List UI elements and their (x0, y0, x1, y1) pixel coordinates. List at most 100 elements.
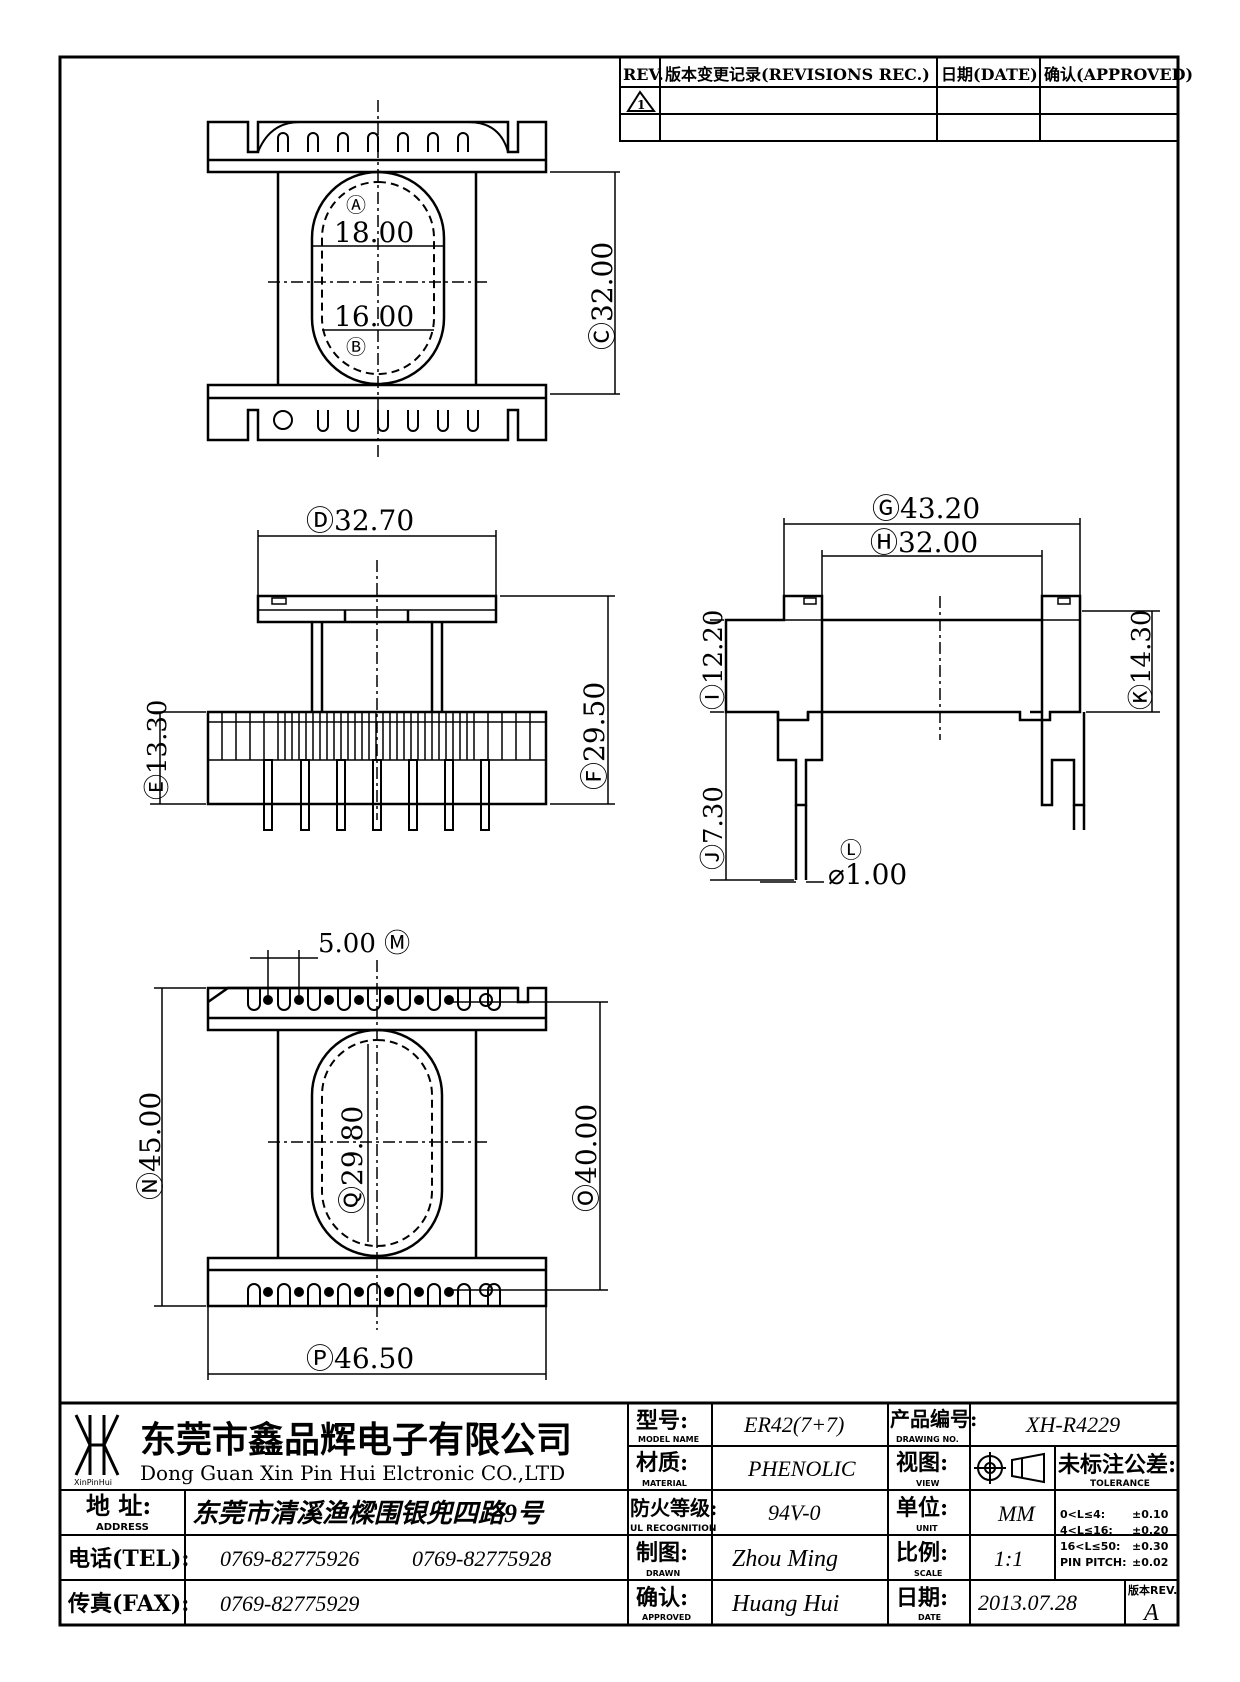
scale-label-en: SCALE (914, 1569, 942, 1578)
tolerance-label-en: TOLERANCE (1090, 1479, 1150, 1489)
projection-symbol-icon (974, 1452, 1045, 1484)
drawing-no-value: XH-R4229 (1025, 1412, 1120, 1437)
bottom-view-centerlines (268, 960, 488, 1330)
date-col-header: 日期(DATE) (941, 65, 1038, 84)
approved-value: Huang Hui (731, 1591, 839, 1617)
rev-value: A (1142, 1600, 1159, 1626)
dim-m: 5.00 Ⓜ (318, 929, 410, 959)
unit-label-en: UNIT (916, 1524, 938, 1533)
address-value: 东莞市清溪渔樑围银兜四路9号 (192, 1499, 545, 1528)
dim-line-m (250, 950, 318, 1000)
model-label: 型号: (636, 1408, 688, 1434)
address-label: 地 址: (86, 1491, 151, 1520)
dim-line-c (550, 171, 620, 395)
dim-i: Ⓘ12.20 (699, 610, 729, 710)
company-name-cn: 东莞市鑫品辉电子有限公司 (140, 1419, 572, 1461)
drawing-no-label-en: DRAWING NO. (896, 1435, 959, 1444)
dim-o: Ⓞ40.00 (570, 1104, 603, 1212)
scale-label: 比例: (896, 1540, 948, 1566)
drawing-frame (58, 55, 1180, 1627)
title-block-grid (60, 1401, 1178, 1625)
dim-value-b: 16.00 (334, 300, 414, 333)
dim-line-j (710, 712, 794, 881)
revision-mark: 1 (637, 98, 645, 112)
tel-value-2: 0769-82775928 (412, 1546, 551, 1571)
tol1-range: 0<L≤4: (1060, 1508, 1105, 1521)
view-label: 视图: (896, 1450, 948, 1476)
rev-col-header: REV. (623, 65, 664, 84)
scale-value: 1:1 (994, 1546, 1023, 1571)
record-col-header: 版本变更记录(REVISIONS REC.) (664, 65, 930, 84)
tol4-value: ±0.02 (1132, 1556, 1168, 1569)
revision-table (619, 56, 1179, 142)
dim-c: Ⓒ32.00 (586, 242, 619, 350)
revision-triangle-icon (626, 90, 656, 112)
dim-q: Ⓠ29.80 (336, 1106, 369, 1214)
date-label-en: DATE (918, 1613, 941, 1622)
front-view-fins (221, 712, 531, 760)
address-label-en: ADDRESS (96, 1522, 149, 1533)
top-view-centerlines (268, 100, 488, 460)
dim-line-h (821, 550, 1043, 596)
dim-g: Ⓖ43.20 (872, 492, 980, 525)
unit-label: 单位: (896, 1495, 948, 1521)
top-view (206, 120, 548, 442)
dim-k: Ⓚ14.30 (1127, 610, 1157, 710)
tol4-range: PIN PITCH: (1060, 1556, 1127, 1569)
material-label-en: MATERIAL (642, 1479, 687, 1488)
approved-label-en: APPROVED (642, 1613, 691, 1622)
dim-line-n (154, 987, 206, 1307)
dim-d: Ⓓ32.70 (306, 504, 414, 537)
tol3-value: ±0.30 (1132, 1540, 1169, 1553)
material-label: 材质: (636, 1450, 688, 1476)
dim-label-b: Ⓑ (346, 335, 366, 359)
dim-value-l: ⌀1.00 (828, 858, 907, 891)
tol2-range: 4<L≤16: (1060, 1524, 1113, 1537)
dim-n: Ⓝ45.00 (134, 1092, 167, 1200)
dim-j: Ⓙ7.30 (699, 786, 729, 870)
view-label-en: VIEW (916, 1479, 940, 1488)
tol3-range: 16<L≤50: (1060, 1540, 1120, 1553)
material-value: PHENOLIC (747, 1456, 856, 1481)
dim-h: Ⓗ32.00 (870, 526, 978, 559)
dim-line-g (783, 518, 1081, 596)
front-view-pins (263, 759, 490, 831)
dim-lines-ab (312, 245, 444, 331)
drawn-label-en: DRAWN (646, 1569, 680, 1578)
dim-line-p (207, 1306, 547, 1380)
drawn-value: Zhou Ming (732, 1546, 838, 1572)
dim-p: Ⓟ46.50 (306, 1342, 414, 1375)
approved-label: 确认: (636, 1585, 688, 1611)
dim-line-f (500, 595, 615, 805)
dim-line-o (450, 1001, 608, 1291)
fire-value: 94V-0 (768, 1500, 821, 1525)
dim-f: Ⓕ29.50 (578, 682, 611, 790)
tol2-value: ±0.20 (1132, 1524, 1169, 1537)
approved-col-header: 确认(APPROVED) (1044, 65, 1193, 84)
fire-label: 防火等级: (630, 1496, 717, 1520)
drawing-no-label: 产品编号: (890, 1407, 977, 1431)
tolerance-label: 未标注公差: (1058, 1452, 1176, 1478)
dim-line-d (257, 530, 497, 596)
date-value: 2013.07.28 (978, 1590, 1077, 1615)
rev-label: 版本REV. (1128, 1583, 1177, 1597)
fax-value: 0769-82775929 (220, 1591, 359, 1616)
dim-line-e (150, 711, 206, 805)
unit-value: MM (997, 1501, 1036, 1526)
tol1-value: ±0.10 (1132, 1508, 1169, 1521)
date-label: 日期: (896, 1585, 948, 1611)
drawn-label: 制图: (636, 1540, 688, 1566)
tel-label: 电话(TEL): (68, 1546, 190, 1572)
tel-value-1: 0769-82775926 (220, 1546, 359, 1571)
dim-label-l: Ⓛ (840, 839, 862, 864)
dim-line-i (710, 619, 727, 713)
model-label-en: MODEL NAME (638, 1435, 699, 1444)
dim-value-a: 18.00 (334, 216, 414, 249)
logo-text: XinPinHui (74, 1478, 112, 1487)
fire-label-en: UL RECOGNITION (630, 1524, 716, 1534)
fax-label: 传真(FAX): (67, 1591, 189, 1617)
company-name-en: Dong Guan Xin Pin Hui Elctronic CO.,LTD (140, 1461, 565, 1485)
dim-line-k (1082, 610, 1160, 713)
company-logo-icon (74, 1414, 120, 1476)
